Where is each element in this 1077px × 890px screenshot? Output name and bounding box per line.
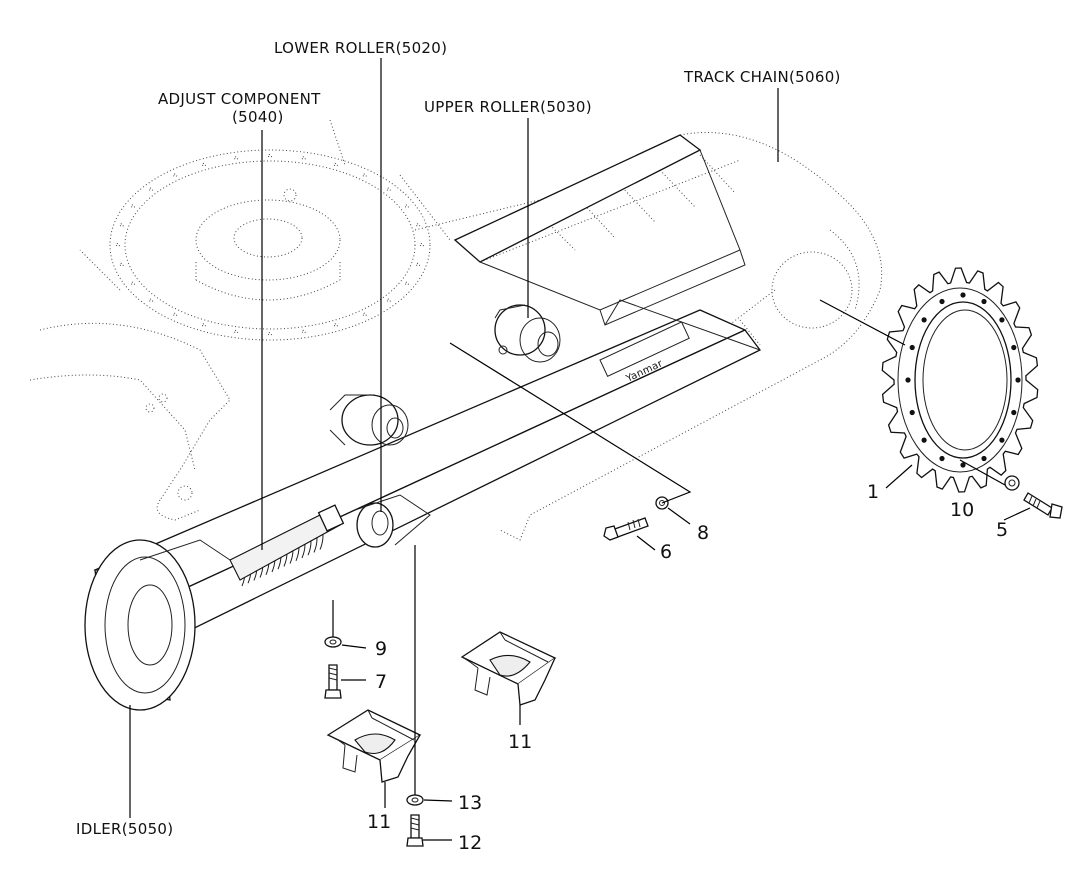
callout-6: 6: [660, 541, 672, 563]
bolt-5: [1023, 492, 1063, 519]
idler-wheel: [84, 539, 231, 711]
swing-bearing-ring: [109, 149, 431, 341]
sprocket-bolt-hole: [909, 344, 915, 351]
upper-roller: [494, 304, 561, 363]
sprocket-bolt-hole: [981, 455, 987, 462]
sprocket-bolt-hole: [1015, 377, 1021, 383]
sprocket-bolt-hole: [939, 455, 945, 462]
sprocket-bolt-hole: [1011, 344, 1017, 351]
label-track-chain: TRACK CHAIN(5060): [683, 68, 841, 86]
callout-10: 10: [950, 499, 974, 521]
adjust-spring: [229, 504, 345, 587]
callout-5: 5: [996, 519, 1008, 541]
roller-guard-right: [460, 631, 557, 706]
callout-13: 13: [458, 792, 482, 814]
lower-roller: [354, 494, 431, 548]
label-adjust-component-code: (5040): [232, 108, 284, 126]
callout-11-left: 11: [367, 811, 391, 833]
upper-frame-outline: [29, 119, 561, 521]
callout-11-right: 11: [508, 731, 532, 753]
callout-1: 1: [867, 481, 879, 503]
sprocket-bolt-hole: [999, 437, 1005, 443]
washer-10: [1004, 475, 1020, 491]
label-lower-roller: LOWER ROLLER(5020): [274, 39, 447, 57]
washer-13: [406, 794, 424, 806]
callout-12: 12: [458, 832, 482, 854]
sprocket: [881, 267, 1039, 493]
callout-8: 8: [697, 522, 709, 544]
bolt-7: [324, 664, 342, 699]
sprocket-bolt-hole: [960, 462, 966, 468]
sprocket-bolt-hole: [1011, 409, 1017, 416]
leader-lines: [129, 58, 1031, 841]
sprocket-bolt-hole: [921, 317, 927, 323]
callout-7: 7: [375, 671, 387, 693]
sprocket-bolt-hole: [999, 317, 1005, 323]
washer-9: [324, 636, 342, 648]
sprocket-bolt-hole: [939, 298, 945, 305]
label-upper-roller: UPPER ROLLER(5030): [424, 98, 592, 116]
label-adjust-component: ADJUST COMPONENT: [158, 90, 321, 108]
track-chain: [454, 132, 883, 541]
label-idler: IDLER(5050): [76, 820, 173, 838]
bolt-6: [603, 517, 649, 541]
sprocket-bolt-hole: [905, 377, 911, 383]
sprocket-bolt-hole: [981, 298, 987, 305]
upper-track-plate: [453, 134, 746, 326]
sprocket-bolt-hole: [909, 409, 915, 416]
sprocket-bolt-hole: [921, 437, 927, 443]
middle-roller: [329, 394, 409, 446]
sprocket-bolt-hole: [960, 292, 966, 298]
roller-guard-left: [326, 709, 422, 783]
bolt-12: [406, 814, 424, 847]
callout-9: 9: [375, 638, 387, 660]
